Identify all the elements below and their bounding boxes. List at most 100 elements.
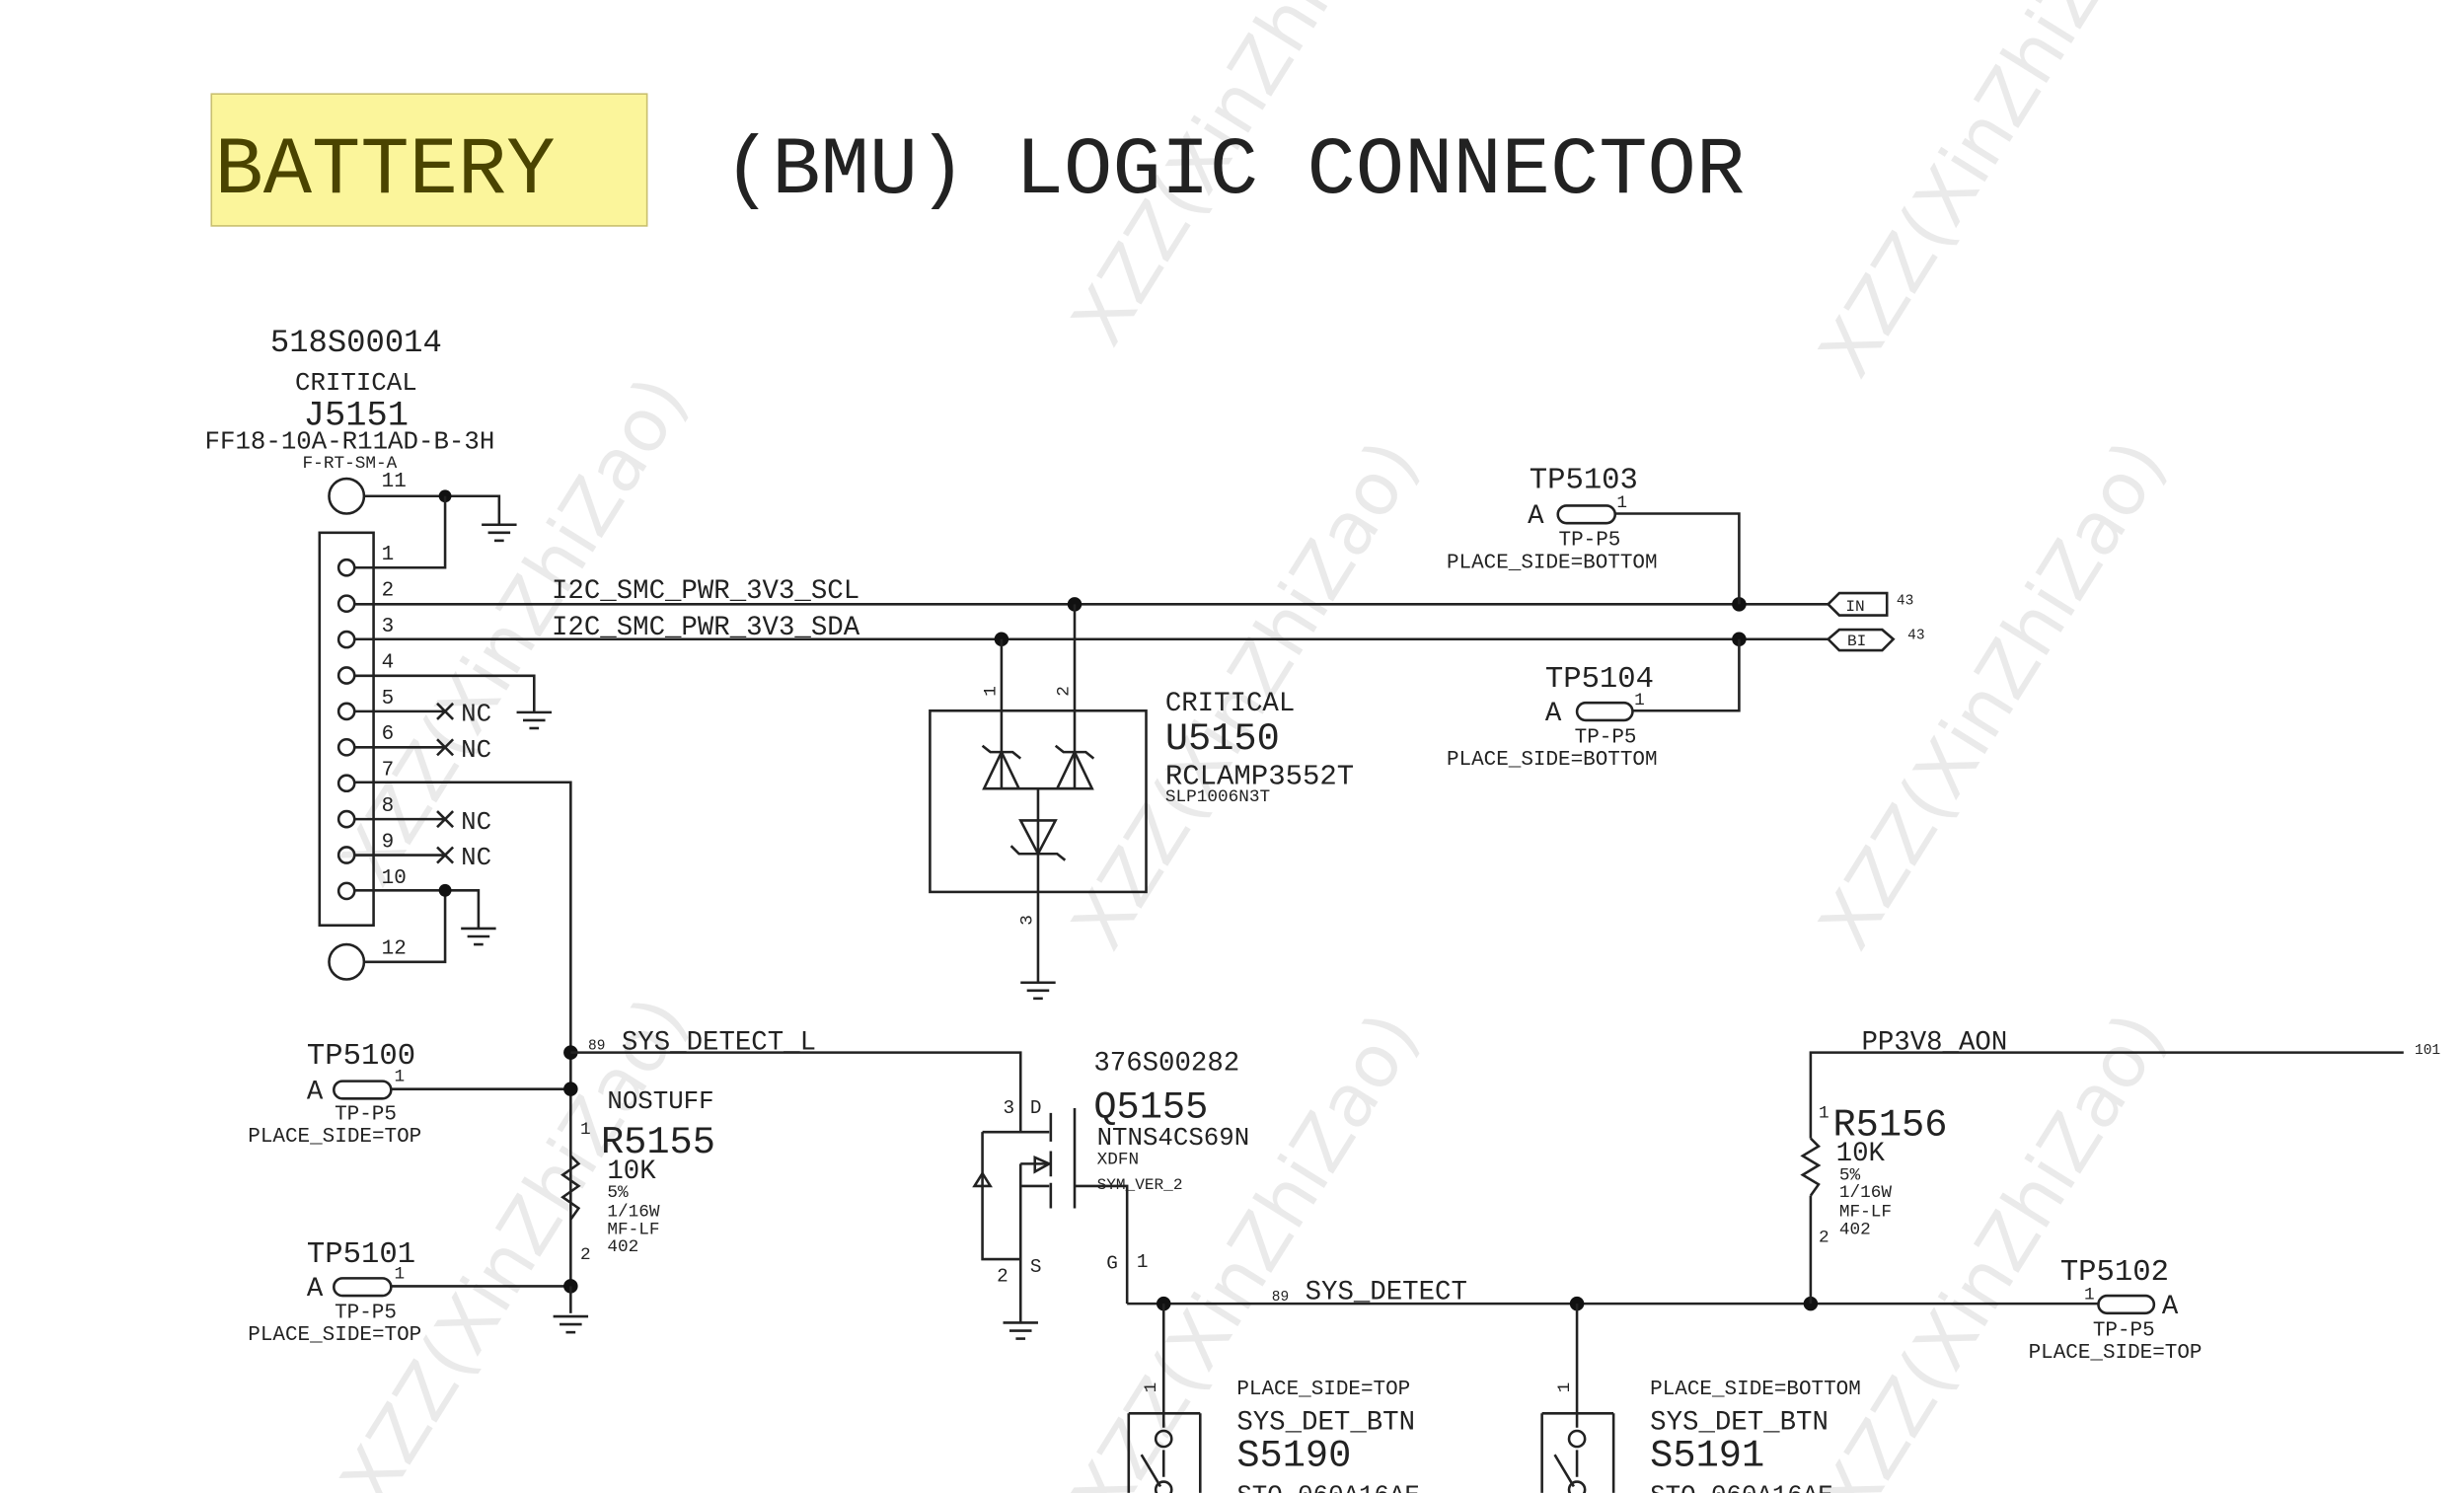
connector-pin (336, 702, 356, 721)
nc-label: NC (461, 808, 491, 837)
pin-number: 2 (997, 1266, 1008, 1288)
refdes: TP5104 (1545, 663, 1654, 697)
page-ref: 101 (2415, 1043, 2440, 1059)
page-title: (BMU) LOGIC CONNECTOR (723, 125, 1745, 217)
watermark: XZZ(XinZhiZao) (1803, 426, 2183, 963)
connector-pin (336, 594, 356, 614)
net-label-scl: I2C_SMC_PWR_3V3_SCL (552, 576, 859, 607)
pin-number: 1 (1137, 1251, 1149, 1273)
value: 10K (1836, 1139, 1886, 1169)
footprint: F-RT-SM-A (303, 454, 398, 474)
pin-number: 9 (382, 831, 395, 854)
place-side: PLACE_SIDE=TOP (1236, 1379, 1410, 1401)
pin-label: A (2162, 1292, 2179, 1322)
pin-number: 1 (580, 1120, 591, 1140)
watermark: XZZ(XinZhiZao) (1803, 999, 2183, 1493)
pin-label: A (307, 1077, 324, 1107)
size: 402 (607, 1237, 638, 1257)
pin-number: 1 (395, 1264, 406, 1284)
model: RCLAMP3552T (1165, 760, 1354, 792)
connector-pin (336, 737, 356, 757)
refdes: TP5100 (307, 1040, 415, 1074)
pin-number: 5 (382, 688, 395, 710)
pin-number: 2 (1819, 1228, 1829, 1247)
refdes: TP5101 (307, 1238, 415, 1272)
net-label-sys-detect: SYS_DETECT (1306, 1277, 1467, 1307)
size: 402 (1839, 1220, 1871, 1239)
offpage-bi-connector[interactable] (1826, 628, 1896, 652)
pin-number: 6 (382, 723, 395, 746)
pin-number: 1 (1634, 691, 1645, 710)
mosfet-q5155: 3 D S 2 G 1 376S00282 Q5155 NTNS4CS69N X… (972, 1048, 1249, 1340)
switch-s5190: 1 PLACE_SIDE=TOP SYS_DET_BTN S5190 STO-0… (1127, 1304, 1420, 1493)
value: 10K (607, 1157, 656, 1187)
pin-number: 1 (981, 686, 1001, 697)
source-label: S (1030, 1256, 1042, 1278)
title-highlighted-word: BATTERY (214, 125, 555, 217)
place-side: PLACE_SIDE=BOTTOM (1447, 749, 1658, 772)
connector-pin (336, 774, 356, 793)
place-side: PLACE_SIDE=TOP (248, 1324, 421, 1347)
tolerance: 5% (607, 1183, 629, 1203)
title-highlight (210, 93, 648, 227)
no-connect-mark (354, 810, 455, 829)
no-connect-mark (354, 846, 455, 864)
testpoint-tp5103: TP5103 A 1 TP-P5 PLACE_SIDE=BOTTOM (1447, 465, 1741, 605)
net-label-pp3v8-aon: PP3V8_AON (1861, 1027, 2007, 1058)
pin-number: 12 (382, 938, 407, 961)
pin-number: 4 (382, 651, 395, 674)
offpage-in-label: IN (1845, 598, 1864, 616)
refdes: TP5103 (1530, 465, 1638, 498)
net-label-sys-detect-l: SYS_DETECT_L (622, 1027, 816, 1058)
power: 1/16W (1839, 1183, 1893, 1203)
offpage-in-connector[interactable] (1826, 591, 1889, 617)
pin-number: 7 (382, 760, 395, 783)
footprint: SLP1006N3T (1165, 787, 1270, 807)
pin-number: 1 (2084, 1285, 2095, 1305)
offpage-bi-label: BI (1847, 633, 1866, 650)
type: TP-P5 (2093, 1319, 2155, 1342)
pin-label: A (1545, 699, 1562, 729)
refdes: U5150 (1165, 717, 1280, 761)
pin-number: 1 (1616, 493, 1627, 513)
option: NOSTUFF (607, 1087, 713, 1116)
connector-pin (336, 630, 356, 649)
place-side: PLACE_SIDE=BOTTOM (1650, 1379, 1861, 1401)
watermark: XZZ(XinZhiZao) (1803, 0, 2183, 391)
model: STO-060A16AE (1650, 1482, 1833, 1493)
type: MF-LF (1839, 1203, 1892, 1223)
nc-label: NC (461, 701, 491, 729)
critical-label: CRITICAL (295, 369, 417, 398)
connector-pin (336, 666, 356, 685)
pin-label: A (1528, 501, 1544, 532)
footprint: XDFN (1097, 1150, 1140, 1169)
refdes: R5156 (1832, 1103, 1947, 1147)
critical-label: CRITICAL (1165, 689, 1295, 719)
type: TP-P5 (1559, 530, 1621, 553)
testpoint-tp5100: TP5100 A 1 TP-P5 PLACE_SIDE=TOP (248, 1040, 578, 1149)
pin-number: 1 (382, 544, 395, 566)
model: FF18-10A-R11AD-B-3H (205, 427, 495, 456)
offpage-page-ref: 43 (1897, 593, 1913, 609)
connector-pin (336, 881, 356, 901)
page-ref: 89 (588, 1038, 605, 1054)
type: TP-P5 (1575, 726, 1637, 749)
page-ref: 89 (1272, 1290, 1289, 1306)
pin-number: 2 (580, 1245, 591, 1265)
switch-name: SYS_DET_BTN (1236, 1407, 1415, 1438)
switch-name: SYS_DET_BTN (1650, 1407, 1829, 1438)
pin-label: A (307, 1274, 324, 1305)
refdes: S5191 (1650, 1434, 1764, 1477)
resistor-r5155: NOSTUFF 1 R5155 10K 5% 1/16W MF-LF 402 2 (552, 1087, 715, 1334)
refdes: R5155 (601, 1121, 715, 1164)
testpoint-tp5104: TP5104 A 1 TP-P5 PLACE_SIDE=BOTTOM (1447, 638, 1741, 772)
refdes: Q5155 (1093, 1086, 1208, 1130)
offpage-page-ref: 43 (1907, 629, 1924, 644)
drain-label: D (1030, 1097, 1042, 1119)
pin-number: 1 (1142, 1382, 1161, 1393)
type: TP-P5 (335, 1103, 397, 1126)
testpoint-tp5102: TP5102 1 A TP-P5 PLACE_SIDE=TOP (2029, 1256, 2203, 1365)
connector-j5151: 518S00014 CRITICAL J5151 FF18-10A-R11AD-… (205, 325, 572, 1287)
refdes: TP5102 (2060, 1256, 2169, 1290)
